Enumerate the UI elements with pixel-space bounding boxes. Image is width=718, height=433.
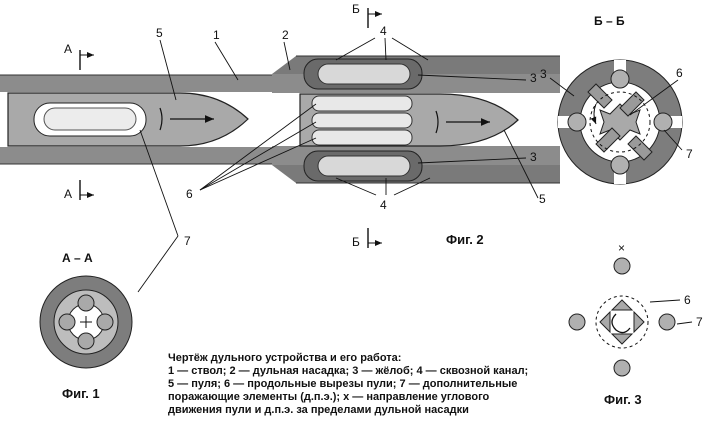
bb-leaders <box>549 77 683 151</box>
section-mark-b-top: Б <box>352 2 360 16</box>
callout-3-bottom: 3 <box>530 150 537 164</box>
bullet-right <box>299 93 519 147</box>
figure-3-label: Фиг. 3 <box>604 392 642 407</box>
section-line-a <box>79 50 94 200</box>
callout-6-fig3: 6 <box>684 293 691 307</box>
callout-7-main: 7 <box>184 234 191 248</box>
callout-4-top: 4 <box>380 24 387 38</box>
callout-5-right: 5 <box>539 192 546 206</box>
callout-x: × <box>618 241 625 255</box>
section-mark-a-bottom: А <box>64 187 72 201</box>
callout-7-fig3: 7 <box>696 315 703 329</box>
section-mark-a-top: А <box>64 42 72 56</box>
barrel <box>0 74 290 165</box>
section-bb <box>557 59 683 185</box>
callout-6-main: 6 <box>186 187 193 201</box>
callout-7-bb: 7 <box>686 147 693 161</box>
callout-3-bb: 3 <box>540 67 547 81</box>
callout-3-top: 3 <box>530 71 537 85</box>
caption-line-2: 1 — ствол; 2 — дульная насадка; 3 — жёло… <box>168 365 529 377</box>
callout-2: 2 <box>282 28 289 42</box>
caption-line-1: Чертёж дульного устройства и его работа: <box>168 352 402 364</box>
caption-line-4: поражающие элементы (д.п.э.); х — направ… <box>168 391 490 403</box>
figure-1-label: Фиг. 1 <box>62 386 100 401</box>
figure-3-diagram <box>568 257 693 377</box>
section-mark-b-bottom: Б <box>352 235 360 249</box>
through-channel <box>303 58 423 182</box>
leader-lines <box>137 37 539 293</box>
figure-2-label: Фиг. 2 <box>446 232 484 247</box>
bullet-left <box>7 92 249 147</box>
caption-line-5: движения пули и д.п.э. за пределами дуль… <box>168 404 469 416</box>
section-title-aa: А – А <box>62 251 93 265</box>
section-aa <box>39 275 133 369</box>
callout-5-left: 5 <box>156 26 163 40</box>
caption-line-3: 5 — пуля; 6 — продольные вырезы пули; 7 … <box>168 378 518 390</box>
section-title-bb: Б – Б <box>594 14 625 28</box>
callout-4-bottom: 4 <box>380 198 387 212</box>
section-line-b <box>367 8 382 248</box>
drawing-caption: Чертёж дульного устройства и его работа:… <box>168 352 588 417</box>
callout-6-bb: 6 <box>676 66 683 80</box>
callout-1: 1 <box>213 28 220 42</box>
